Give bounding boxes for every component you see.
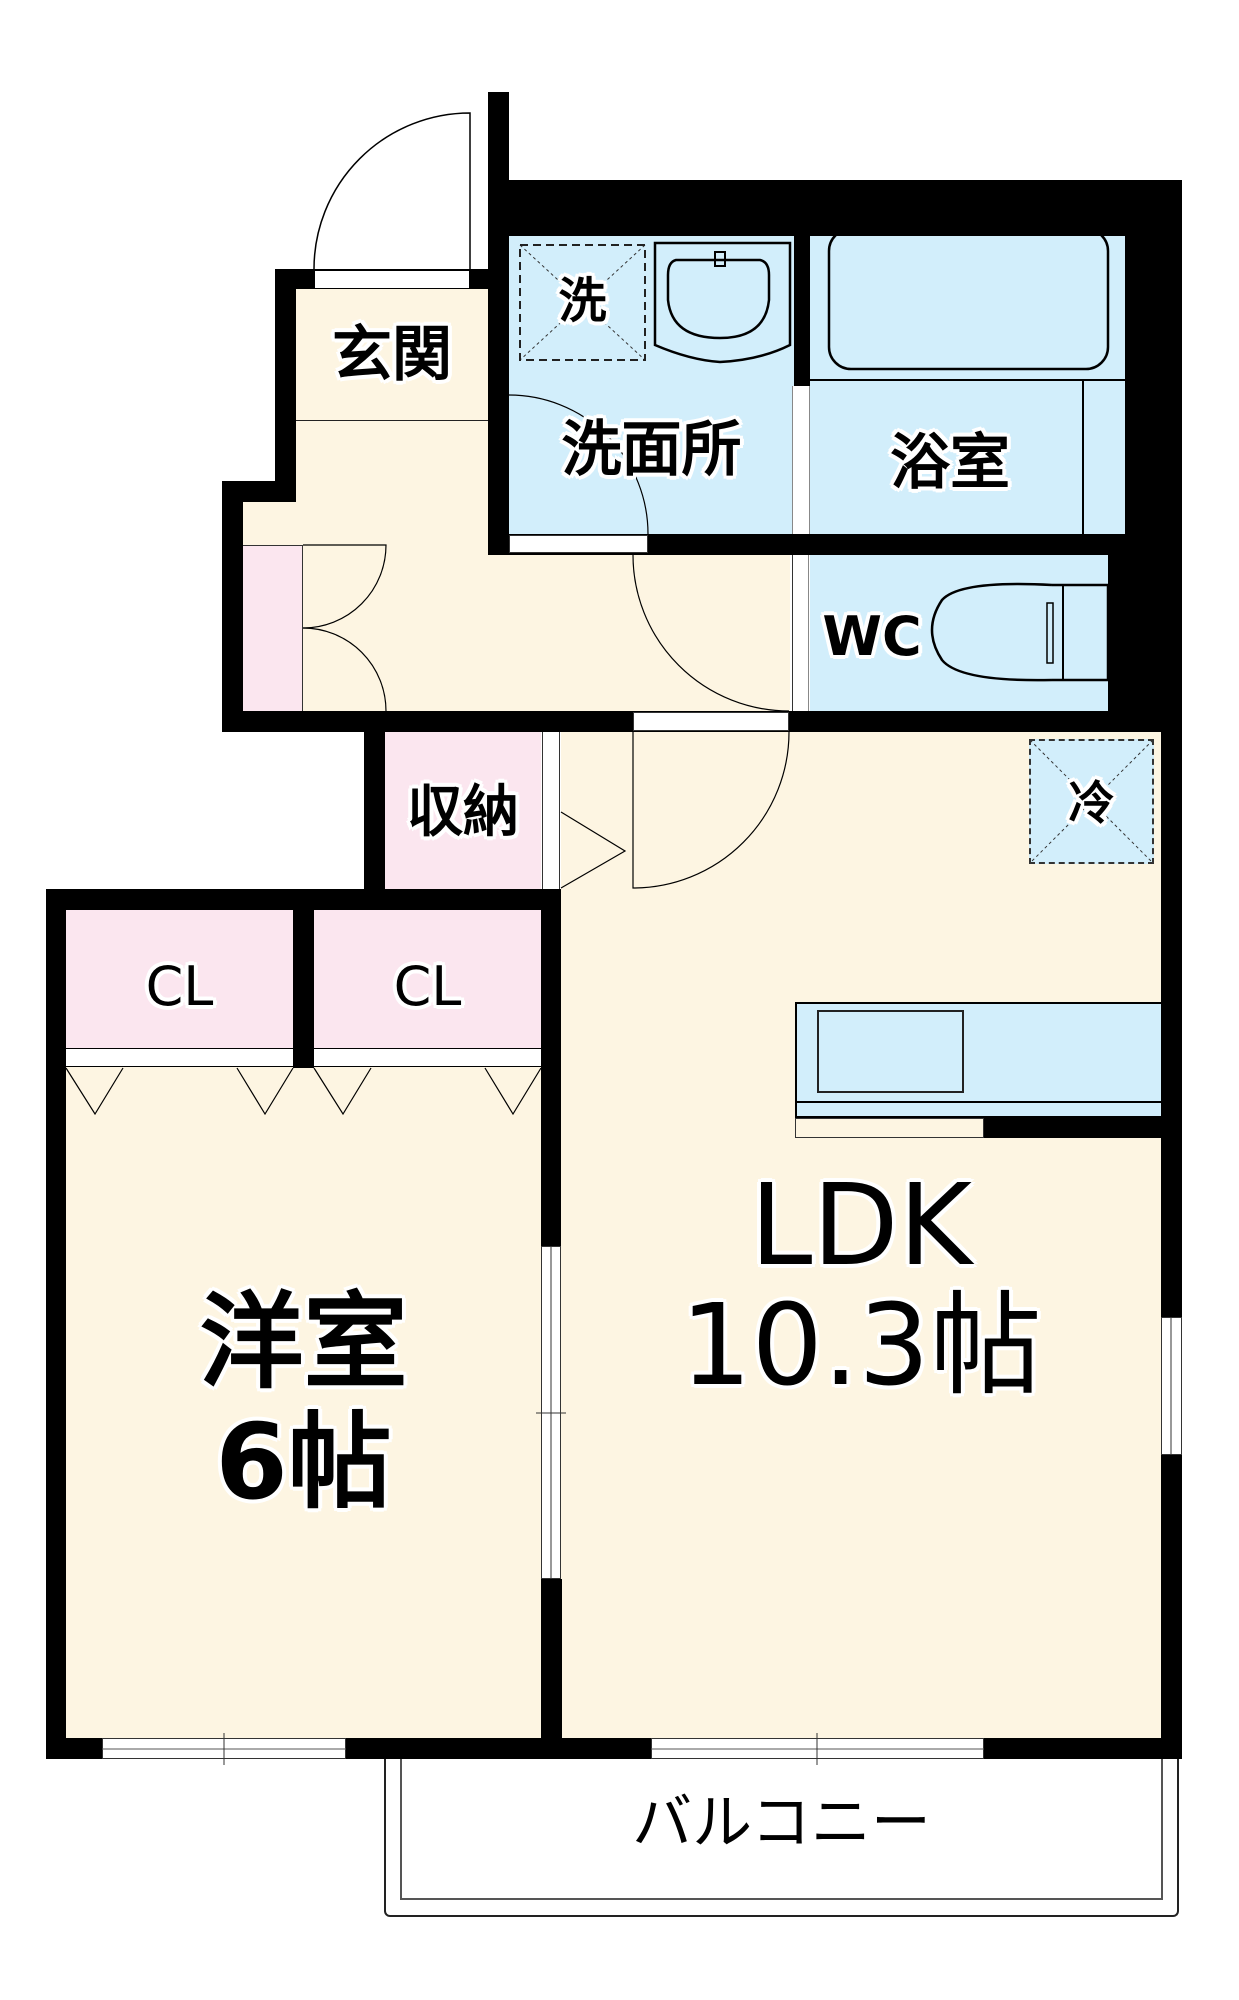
room-label-washroom: 洗面所 bbox=[561, 415, 742, 485]
wall-wash-bath bbox=[794, 236, 810, 386]
bedroom-ldk-window[interactable] bbox=[541, 1246, 561, 1579]
wall-right-upper bbox=[1125, 180, 1182, 555]
wall-hall-left bbox=[222, 481, 243, 732]
room-label-washer: 洗 bbox=[558, 273, 607, 329]
entrance-door[interactable] bbox=[314, 270, 470, 289]
hallway-floor-mid bbox=[509, 554, 790, 712]
ldk-side-window[interactable] bbox=[1161, 1317, 1182, 1455]
wall-storage-left bbox=[364, 711, 385, 910]
room-label-bathroom: 浴室 bbox=[890, 428, 1010, 498]
counter-edge-line bbox=[795, 1101, 1161, 1103]
bedroom-window[interactable] bbox=[102, 1738, 346, 1759]
kitchen-sink bbox=[817, 1010, 964, 1093]
closet-1-door[interactable] bbox=[66, 1048, 293, 1067]
closet-2-door[interactable] bbox=[314, 1048, 541, 1067]
closet-1-floor bbox=[66, 910, 293, 1048]
storage-door[interactable] bbox=[542, 732, 560, 889]
room-label-closet-1: CL bbox=[145, 955, 214, 1018]
wc-door[interactable] bbox=[792, 555, 809, 712]
wall-wash-bottom bbox=[488, 534, 1182, 555]
room-label-closet-2: CL bbox=[393, 955, 462, 1018]
wall-genkan-left bbox=[275, 269, 296, 502]
wall-right-ldk bbox=[1161, 732, 1182, 1759]
wall-bedroom-ldk-upper bbox=[541, 889, 561, 1246]
ldk-door[interactable] bbox=[633, 712, 789, 731]
wall-top-bath bbox=[810, 180, 1182, 220]
wall-closet-divider bbox=[293, 910, 314, 1068]
room-label-genkan: 玄関 bbox=[332, 320, 452, 390]
wall-bedroom-top bbox=[46, 889, 561, 910]
wall-bedroom-ldk-lower bbox=[541, 1579, 562, 1759]
room-label-fridge: 冷 bbox=[1068, 776, 1115, 830]
room-label-balcony: バルコニー bbox=[632, 1788, 931, 1858]
washroom-door[interactable] bbox=[509, 535, 648, 553]
room-label-western-room: 洋室 bbox=[199, 1281, 408, 1403]
wall-right-wc bbox=[1108, 554, 1182, 732]
balcony-railing bbox=[384, 1759, 1179, 1917]
closet-2-floor bbox=[314, 910, 541, 1048]
room-size-western-room: 6帖 bbox=[215, 1401, 392, 1523]
genkan-step-line bbox=[296, 420, 488, 421]
balcony-inner bbox=[400, 1759, 1163, 1900]
counter-lower-strip bbox=[795, 1118, 984, 1138]
room-label-storage: 収納 bbox=[407, 780, 519, 845]
room-label-ldk: LDK bbox=[749, 1161, 973, 1291]
ldk-balcony-window[interactable] bbox=[651, 1738, 984, 1759]
bath-door[interactable] bbox=[792, 386, 810, 534]
wall-washroom-left bbox=[488, 236, 509, 555]
ldk-floor bbox=[561, 732, 1161, 1738]
wall-kitchen-back bbox=[984, 1118, 1182, 1138]
wall-bedroom-left bbox=[46, 889, 66, 1759]
hallway-floor-upper bbox=[296, 420, 509, 520]
room-label-wc: WC bbox=[822, 605, 922, 668]
storage-floor bbox=[385, 732, 541, 889]
hallway-shoe-closet bbox=[243, 545, 303, 712]
room-size-ldk: 10.3帖 bbox=[680, 1281, 1042, 1411]
